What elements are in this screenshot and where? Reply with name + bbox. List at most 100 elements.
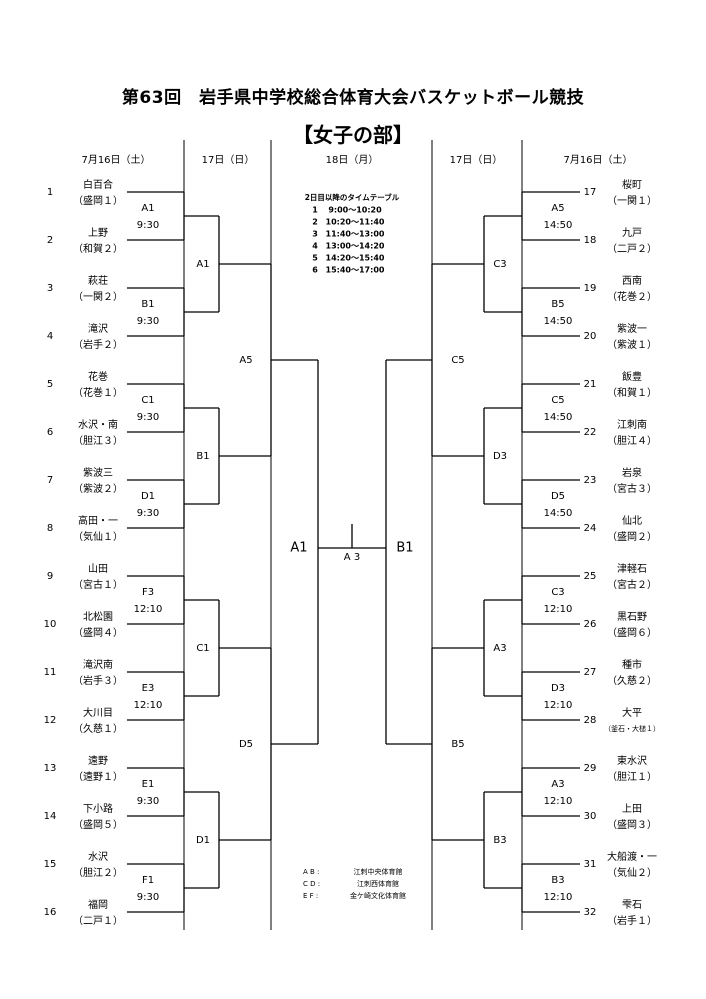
team-name: 滝沢南 — [83, 658, 113, 671]
match-time: 14:50 — [544, 220, 573, 231]
match-code: B1 — [141, 299, 154, 310]
match-code: A5 — [551, 203, 564, 214]
match-time: 12:10 — [544, 796, 573, 807]
match-time: 12:10 — [134, 604, 163, 615]
team-seed-number: 2 — [47, 235, 53, 246]
venue-name: 江刺中央体育館 — [354, 867, 403, 876]
team-seed-number: 6 — [47, 427, 53, 438]
match-code: A3 — [493, 643, 506, 654]
team-name: 西南 — [622, 274, 642, 287]
team-name: 飯豊 — [622, 370, 642, 383]
team-name: 紫波一 — [617, 322, 647, 335]
team-district: （二戸１） — [73, 915, 123, 927]
team-seed-number: 11 — [44, 667, 57, 678]
venue-code: A B : — [303, 868, 319, 876]
team-seed-number: 8 — [47, 523, 53, 534]
team-district: （盛岡４） — [73, 626, 123, 639]
team-seed-number: 12 — [44, 715, 57, 726]
semifinal-code: B1 — [396, 541, 413, 556]
team-district: （紫波２） — [73, 482, 123, 495]
match-code: D3 — [493, 451, 507, 462]
date-header: 7月16日（土） — [563, 153, 632, 166]
team-seed-number: 1 — [47, 187, 53, 198]
team-name: 水沢・南 — [78, 418, 118, 431]
team-seed-number: 24 — [584, 523, 597, 534]
team-name: 水沢 — [88, 850, 108, 863]
team-district: （久慈１） — [73, 722, 123, 735]
team-district: （胆江３） — [73, 435, 123, 447]
team-name: 岩泉 — [622, 466, 642, 479]
date-header: 7月16日（土） — [81, 153, 150, 166]
team-seed-number: 20 — [584, 331, 597, 342]
match-code: E1 — [142, 779, 155, 790]
match-code: B1 — [196, 451, 209, 462]
page-subtitle: 【女子の部】 — [293, 123, 413, 147]
timetable-slot-time: 15:40～17:00 — [326, 266, 385, 275]
team-name: 江刺南 — [617, 418, 647, 431]
team-district: （気仙２） — [607, 866, 657, 879]
timetable-slot-time: 10:20～11:40 — [326, 218, 385, 227]
team-seed-number: 22 — [584, 427, 597, 438]
match-code: D1 — [196, 835, 210, 846]
team-district: （気仙１） — [73, 530, 123, 543]
match-code: A5 — [239, 355, 252, 366]
match-code: C3 — [493, 259, 506, 270]
team-seed-number: 19 — [584, 283, 597, 294]
team-name: 上田 — [622, 803, 642, 815]
timetable-header: 2日目以降のタイムテーブル — [305, 192, 400, 202]
timetable-slot-time: 9:00～10:20 — [328, 206, 382, 215]
team-name: 黒石野 — [617, 611, 647, 623]
timetable-slot-number: 4 — [312, 242, 318, 251]
team-district: （岩手２） — [73, 338, 123, 351]
team-name: 滝沢 — [88, 322, 108, 335]
team-district: （一関１） — [607, 195, 657, 207]
team-name: 山田 — [88, 563, 108, 575]
match-time: 9:30 — [137, 508, 159, 519]
team-seed-number: 17 — [584, 187, 597, 198]
team-name: 雫石 — [622, 899, 642, 911]
team-district: （一関２） — [73, 291, 123, 303]
match-code: F3 — [142, 587, 154, 598]
match-time: 12:10 — [134, 700, 163, 711]
venue-code: E F : — [303, 892, 318, 900]
match-code: A1 — [196, 259, 209, 270]
team-district: （二戸２） — [607, 243, 657, 255]
team-name: 津軽石 — [617, 563, 647, 575]
team-seed-number: 27 — [584, 667, 597, 678]
team-name: 萩荘 — [88, 275, 108, 287]
team-name: 大平 — [622, 706, 642, 719]
team-name: 九戸 — [622, 227, 642, 239]
match-time: 12:10 — [544, 604, 573, 615]
team-seed-number: 31 — [584, 859, 597, 870]
team-seed-number: 13 — [44, 763, 57, 774]
team-district: （胆江２） — [73, 867, 123, 879]
team-seed-number: 10 — [44, 619, 57, 630]
team-seed-number: 28 — [584, 715, 597, 726]
team-district: （宮古１） — [73, 578, 123, 591]
team-name: 種市 — [622, 658, 642, 671]
team-seed-number: 30 — [584, 811, 597, 822]
final-code: A 3 — [344, 552, 360, 563]
team-district: （胆江１） — [607, 771, 657, 783]
team-seed-number: 14 — [44, 811, 57, 822]
match-time: 14:50 — [544, 508, 573, 519]
match-code: F1 — [142, 875, 154, 886]
team-district: （盛岡６） — [607, 626, 657, 639]
team-district: （遠野１） — [73, 770, 123, 783]
semifinal-code: A1 — [290, 541, 307, 556]
team-seed-number: 25 — [584, 571, 597, 582]
match-code: C5 — [551, 395, 564, 406]
team-name: 仙北 — [622, 514, 642, 527]
team-district: （盛岡３） — [607, 818, 657, 831]
team-name: 白百合 — [83, 178, 113, 191]
team-seed-number: 7 — [47, 475, 53, 486]
match-code: C3 — [551, 587, 564, 598]
venue-code: C D : — [303, 880, 320, 888]
team-seed-number: 32 — [584, 907, 597, 918]
team-district: （盛岡１） — [73, 194, 123, 207]
team-seed-number: 29 — [584, 763, 597, 774]
match-time: 9:30 — [137, 796, 159, 807]
venue-name: 江刺西体育館 — [357, 879, 399, 888]
match-code: C5 — [451, 355, 464, 366]
